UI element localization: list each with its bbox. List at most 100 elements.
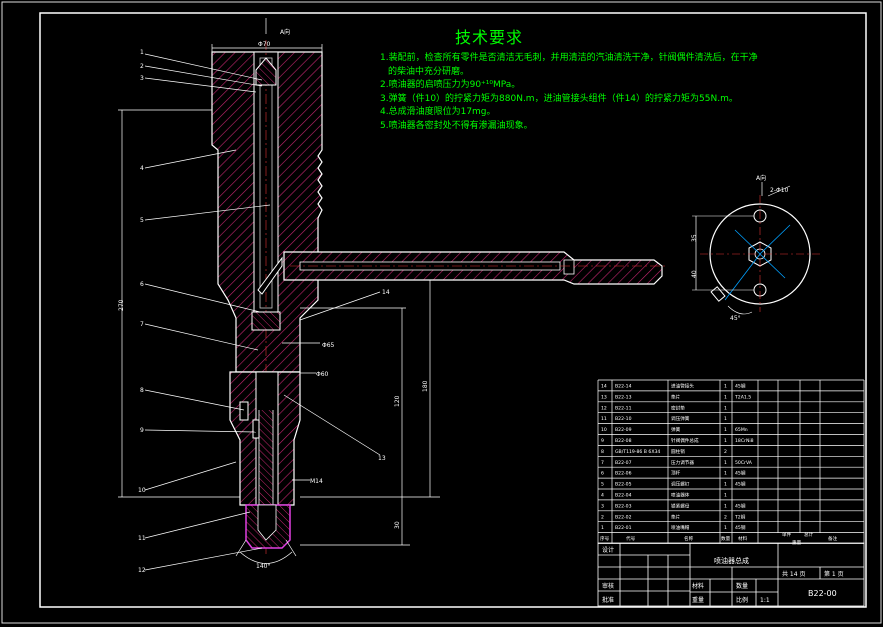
tb-drawing-name: 喷油器总成: [714, 556, 749, 565]
table-cell-qty: 2: [724, 514, 727, 520]
dim-len-30: 30: [394, 521, 401, 529]
side-a-label: A向: [756, 174, 766, 182]
table-cell-no: 1: [601, 525, 604, 531]
table-cell-no: 10: [601, 427, 607, 433]
table-cell-material: 45钢: [735, 383, 746, 390]
table-cell-qty: 1: [724, 394, 727, 400]
callout-14: 14: [382, 289, 390, 296]
tb-drawing-no: B22-00: [808, 589, 837, 598]
table-header-material: 材料: [738, 535, 748, 542]
table-cell-qty: 1: [724, 503, 727, 509]
dim-top-a: A向: [280, 28, 290, 36]
table-cell-name: 垫片: [671, 393, 681, 400]
fuel-passage: [257, 256, 283, 295]
callout-2: 2: [140, 63, 144, 70]
tb-sheet-no: 第 1 页: [824, 570, 844, 578]
table-header-qty: 数量: [721, 535, 731, 542]
hole-note: 2-Φ10: [770, 187, 789, 194]
adjusting-screw: [255, 57, 277, 86]
side-view-labels: A向 2-Φ10 35 40 45°: [691, 174, 789, 322]
tb-sheets: 共 14 页: [782, 570, 805, 578]
table-cell-name: 锁紧螺母: [671, 502, 690, 509]
table-header-name: 名称: [684, 535, 694, 542]
requirement-line: 5.喷油器各密封处不得有渗漏油现象。: [380, 120, 533, 131]
callout-leaders: [144, 53, 381, 571]
table-cell-code: B22-02: [615, 514, 632, 520]
callout-numbers: 1 2 3 4 5 6 7 8 9 10 11 12 14 13: [138, 49, 390, 574]
table-cell-name: 弹簧: [671, 426, 681, 433]
table-cell-no: 6: [601, 471, 604, 477]
requirements-list: 1.装配前，检查所有零件是否清洁无毛刺，并用清洁的汽油清洗干净，针阀偶件清洗后，…: [380, 52, 850, 133]
table-cell-no: 8: [601, 449, 604, 455]
tb-scale: 1:1: [760, 597, 770, 604]
table-cell-code: B22-14: [615, 384, 632, 390]
table-cell-code: GB/T119-86 B 6X34: [615, 449, 660, 455]
dimension-labels: A向 Φ70 270 Φ65 Φ60 M14 180 120 30 140°: [118, 28, 429, 570]
table-cell-name: 针阀偶件总成: [671, 437, 699, 444]
table-cell-material: 50CrVA: [735, 460, 753, 466]
callout-10: 10: [138, 487, 146, 494]
table-cell-qty: 2: [724, 449, 727, 455]
callout-6: 6: [140, 281, 144, 288]
inner-frame: [39, 12, 867, 608]
table-cell-name: 进油管接头: [671, 383, 694, 390]
side-angle: 45°: [730, 315, 741, 322]
table-cell-qty: 1: [724, 438, 727, 444]
table-cell-name: 垫片: [671, 513, 681, 520]
table-cell-name: 圆柱销: [671, 448, 685, 455]
callout-3: 3: [140, 75, 144, 82]
requirement-line: 3.弹簧（件10）的拧紧力矩为880N.m，进油管接头组件（件14）的拧紧力矩为…: [380, 93, 738, 104]
table-cell-qty: 1: [724, 525, 727, 531]
tb-material-label: 材料: [692, 582, 704, 590]
table-cell-code: B22-01: [615, 525, 632, 531]
table-cell-code: B22-07: [615, 460, 632, 466]
table-cell-name: 压力调节器: [671, 459, 694, 466]
table-cell-qty: 1: [724, 471, 727, 477]
tb-review: 审核: [602, 582, 614, 590]
requirement-line: 2.喷油器的启喷压力为90⁺¹⁰MPa。: [380, 80, 521, 90]
table-cell-qty: 1: [724, 384, 727, 390]
table-cell-no: 14: [601, 384, 607, 390]
table-header-unit: 单件: [782, 531, 792, 538]
callout-13: 13: [378, 455, 386, 462]
title-block-text: 设计 审核 批准 喷油器总成 材料 数量 重量 比例 1:1 共 14 页 第 …: [602, 546, 844, 604]
table-cell-qty: 1: [724, 460, 727, 466]
title-block: [597, 542, 865, 607]
table-cell-name: 喷油嘴帽: [671, 524, 690, 531]
table-cell-no: 4: [601, 493, 604, 499]
tb-qty-label: 数量: [736, 582, 748, 590]
table-cell-qty: 1: [724, 482, 727, 488]
callout-5: 5: [140, 217, 144, 224]
dowel-pin: [239, 401, 249, 421]
injector-section-view: [211, 40, 668, 555]
table-cell-qty: 1: [724, 416, 727, 422]
table-cell-code: B22-05: [615, 482, 632, 488]
table-cell-no: 3: [601, 503, 604, 509]
table-cell-name: 调压螺钉: [671, 481, 690, 488]
callout-9: 9: [140, 427, 144, 434]
table-cell-no: 12: [601, 405, 607, 411]
table-cell-no: 9: [601, 438, 604, 444]
dim-overall-length: 270: [118, 299, 125, 311]
nozzle-tip: [257, 504, 277, 541]
table-cell-qty: 1: [724, 427, 727, 433]
table-cell-code: B22-10: [615, 416, 632, 422]
side-dim-2: 40: [691, 270, 698, 278]
table-cell-material: T2A1.5: [734, 394, 751, 400]
requirement-line: 4.总成滑油度限位为17mg。: [380, 107, 496, 117]
spring-seat: [251, 311, 281, 331]
table-cell-code: B22-11: [615, 405, 632, 411]
tb-scale-label: 比例: [736, 596, 748, 604]
table-cell-code: B22-06: [615, 471, 632, 477]
table-cell-material: 45钢: [735, 502, 746, 509]
requirement-line: 1.装配前，检查所有零件是否清洁无毛刺，并用清洁的汽油清洗干净，针阀偶件清洗后，…: [380, 53, 758, 63]
dim-len-120: 120: [394, 395, 401, 407]
table-cell-code: B22-09: [615, 427, 632, 433]
tb-approve: 批准: [602, 596, 614, 604]
table-cell-material: 45钢: [735, 470, 746, 477]
requirements-title: 技术要求: [455, 28, 524, 47]
table-header-weight: 重量: [792, 539, 802, 546]
table-cell-name: 顶杆: [671, 470, 681, 477]
